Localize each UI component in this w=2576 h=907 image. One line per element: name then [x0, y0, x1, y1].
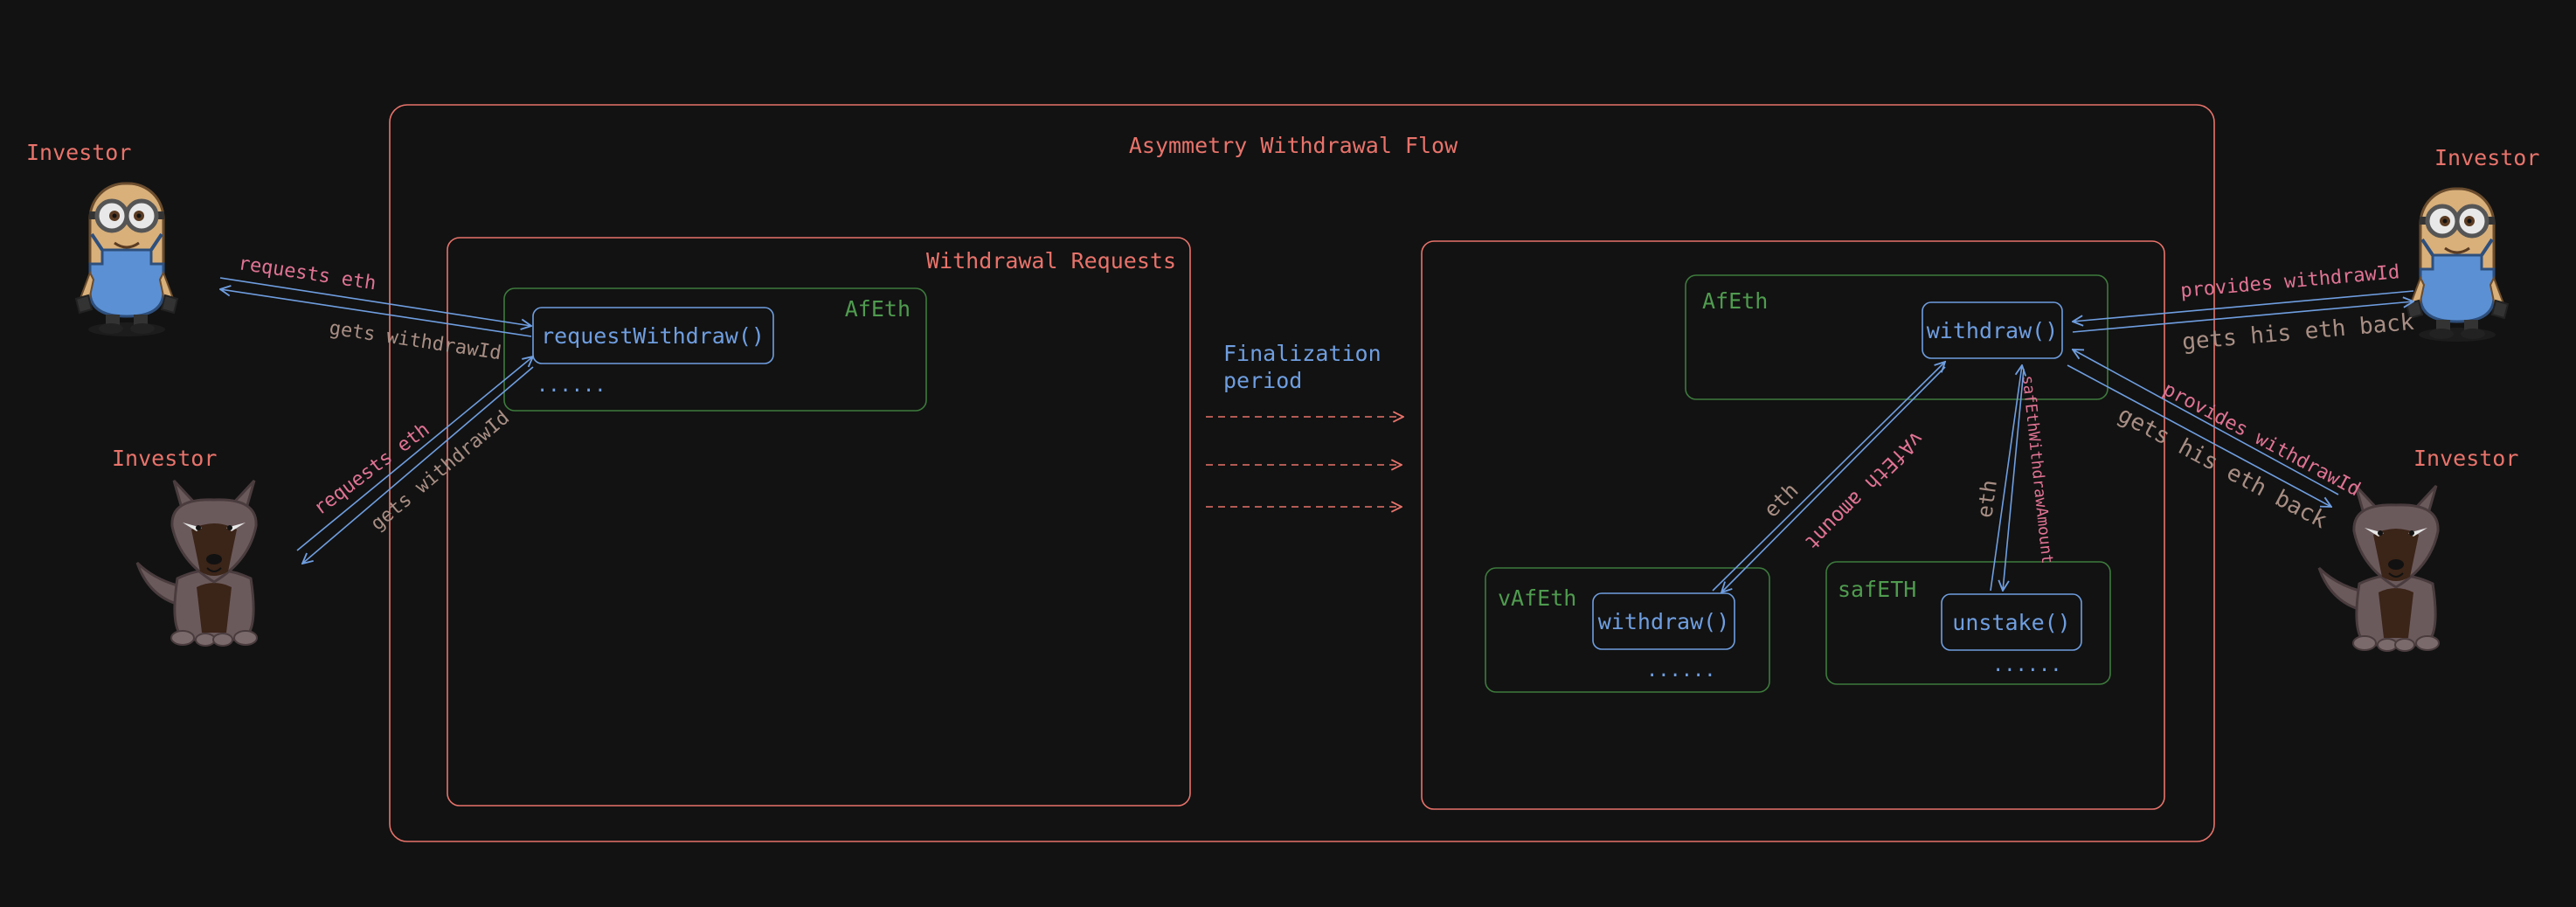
right-minion-response-label: gets his eth back — [2181, 309, 2415, 356]
wolf-icon — [2317, 484, 2441, 653]
afeth-withdraw-button[interactable] — [1922, 301, 2063, 359]
edge-eth-vafeth-label: eth — [1759, 478, 1803, 522]
minion-icon — [2406, 189, 2508, 342]
right-minion-request-arrow — [2073, 290, 2414, 322]
afeth-withdraw-box — [1685, 274, 2109, 400]
minion-icon — [76, 183, 177, 336]
safeth-unstake-function: unstake() — [1952, 610, 2070, 635]
left-minion-request-label: requests eth — [237, 253, 377, 294]
vafeth-label: vAfEth — [1498, 585, 1576, 611]
afeth-request-box — [503, 287, 927, 412]
right-wolf-label: Investor — [2413, 446, 2518, 471]
left-wolf-label: Investor — [112, 446, 217, 471]
request-withdraw-button[interactable] — [532, 307, 774, 364]
left-minion-response-label: gets withdrawId — [328, 317, 502, 364]
safeth-label: safETH — [1838, 577, 1916, 602]
afeth-withdraw-label: AfEth — [1702, 288, 1768, 314]
eth-arrow-safeth — [1990, 365, 2022, 592]
right-minion-response-arrow — [2072, 301, 2413, 333]
vafeth-withdraw-function: withdraw() — [1598, 609, 1730, 634]
right-minion-request-label: provides withdrawId — [2179, 261, 2400, 302]
left-minion-response-arrow — [220, 289, 532, 337]
edge-safeth-amount-label: safEthWithdrawAmount — [2019, 375, 2057, 565]
afeth-withdraw-function: withdraw() — [1927, 318, 2059, 343]
request-withdraw-label: requestWithdraw() — [541, 323, 765, 349]
afeth-request-ellipsis: ...... — [537, 375, 606, 397]
right-minion-label: Investor — [2434, 145, 2539, 170]
safeth-unstake-button[interactable] — [1941, 593, 2082, 651]
finalization-line1: Finalization — [1223, 341, 1381, 366]
left-minion-label: Investor — [26, 140, 131, 165]
safeth-ellipsis: ...... — [1992, 654, 2061, 676]
left-minion-request-arrow — [219, 277, 531, 326]
left-wolf-request-arrow — [296, 357, 533, 551]
edge-eth-safeth-label: eth — [1972, 478, 2002, 519]
vafeth-box — [1485, 567, 1770, 693]
safeth-amount-arrow — [2003, 368, 2025, 591]
main-frame — [389, 104, 2215, 842]
right-wolf-response-arrow — [2067, 364, 2331, 507]
afeth-request-label: AfEth — [845, 296, 911, 322]
withdrawal-requests-title: Withdrawal Requests — [926, 248, 1176, 273]
wolf-icon — [135, 479, 259, 647]
left-wolf-response-label: gets withdrawId — [367, 407, 514, 536]
edge-vafeth-amount-label: vAfEth amount — [1800, 426, 1928, 554]
left-wolf-response-arrow — [302, 366, 534, 564]
eth-arrow-vafeth — [1712, 362, 1945, 592]
right-wolf-request-arrow — [2073, 350, 2339, 495]
safeth-box — [1825, 561, 2111, 685]
vafeth-amount-arrow — [1721, 366, 1946, 592]
finalization-line2: period — [1223, 368, 1302, 393]
withdraw-box — [1421, 240, 2165, 810]
diagram-title: Asymmetry Withdrawal Flow — [1129, 133, 1458, 158]
withdrawal-requests-box — [447, 237, 1191, 807]
vafeth-ellipsis: ...... — [1646, 660, 1715, 682]
vafeth-withdraw-button[interactable] — [1592, 592, 1735, 650]
